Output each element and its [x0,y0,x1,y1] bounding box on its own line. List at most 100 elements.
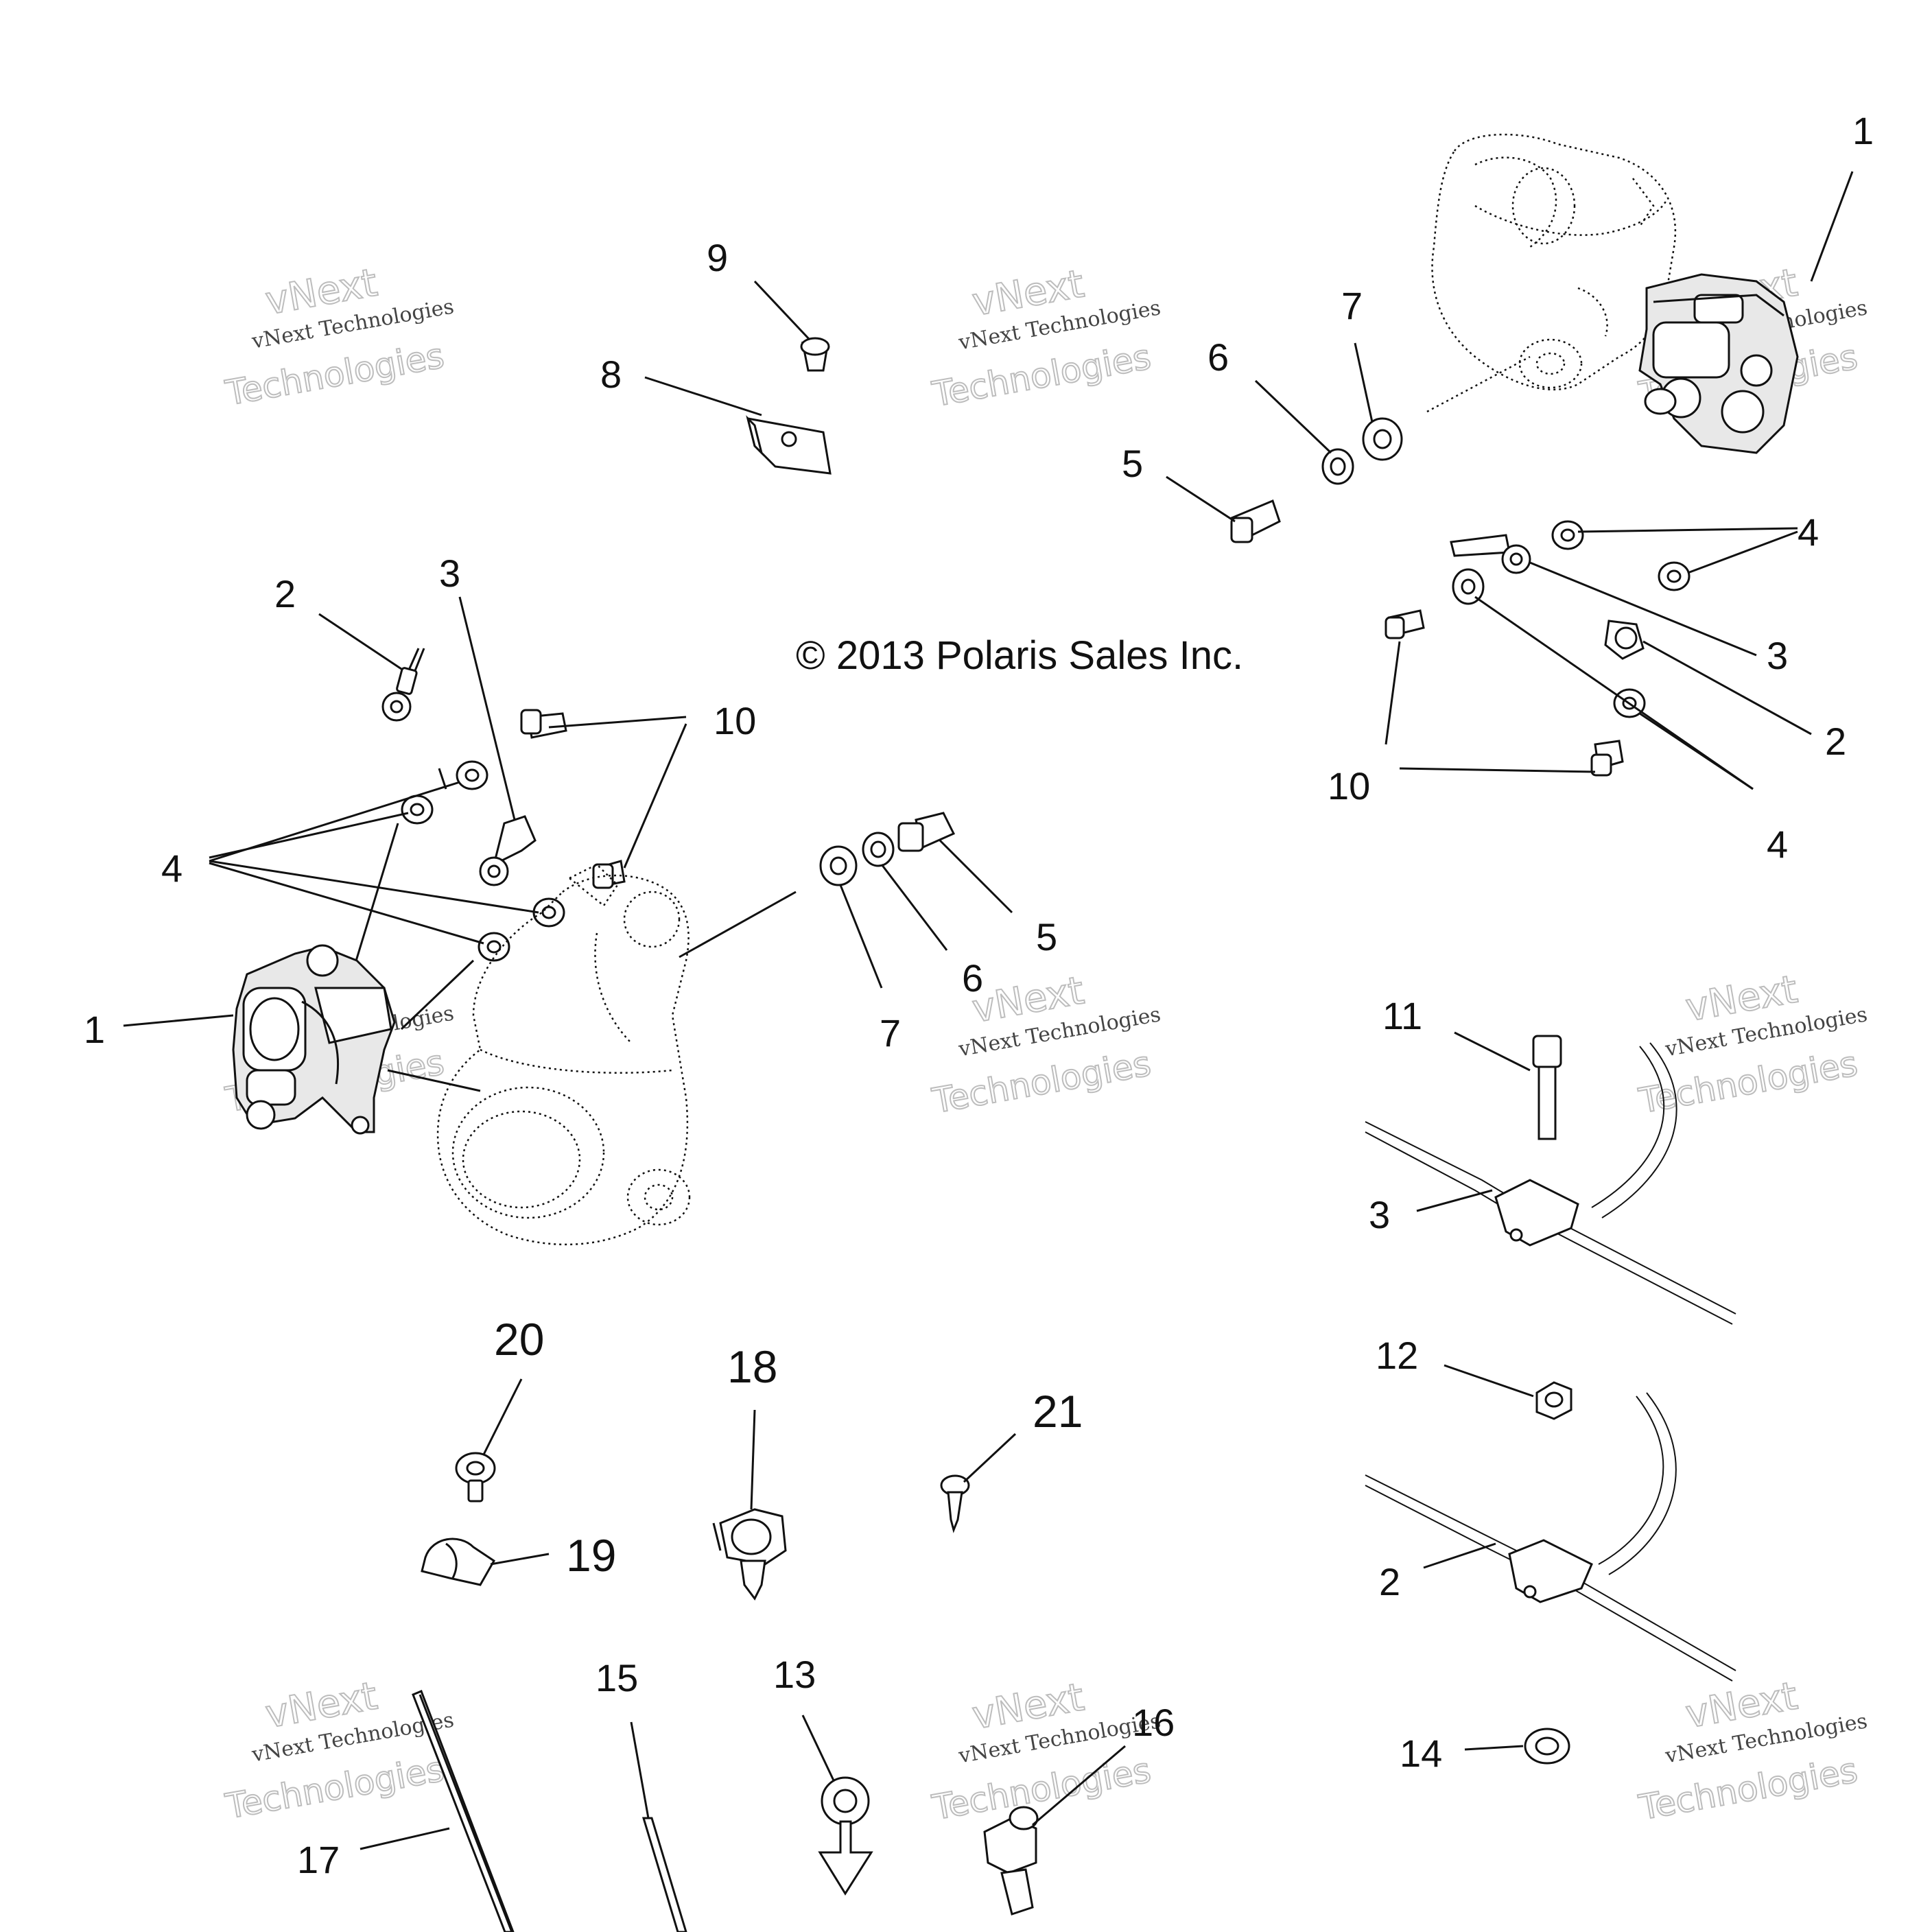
callout-2-clamp: 2 [1379,1560,1400,1603]
callout-5-lower: 5 [1036,915,1057,958]
leader-4-right-a [1577,527,1798,533]
brake-line-clamp-3 [1365,1042,1736,1325]
watermark-bottom-center: vNext vNext Technologies Technologies [928,1674,1162,1828]
clamp-19 [421,1538,495,1586]
callout-7-lower: 7 [880,1011,901,1055]
knuckle-housing-left [436,863,691,1246]
callout-4-lower-right: 4 [1767,823,1788,866]
leader-4-left-b [209,781,460,862]
callout-21: 21 [1033,1386,1083,1437]
leader-3-left [458,596,519,834]
leader-20 [482,1378,523,1455]
leader-caliper-to-knuckle [387,1069,481,1092]
clip-18 [712,1508,787,1601]
leader-washer-to-caliper-b [400,959,475,1030]
leader-18 [750,1409,756,1510]
callout-9: 9 [707,236,728,279]
leader-4-left-e [438,768,447,790]
leader-2-left [318,613,402,670]
leader-knuckle-to-washers [679,891,797,958]
callout-12: 12 [1376,1334,1418,1377]
bolt-10-left-a [520,709,567,739]
clip-16 [983,1806,1039,1916]
callout-20: 20 [494,1314,544,1365]
leader-2-clamp [1423,1542,1496,1569]
brake-line-2-left [381,648,425,722]
washer-7-lower [819,845,858,886]
leader-7-lower [839,884,883,989]
callout-10-right: 10 [1328,764,1370,808]
watermark-top-left: vNext vNext Technologies Technologies [222,260,456,414]
knuckle-housing-right [1426,133,1677,413]
leader-4-right-b [1687,530,1798,574]
washers-4-left [401,760,565,962]
leader-9 [753,280,811,341]
watermark-mid-right: vNext vNext Technologies Technologies [1635,967,1869,1122]
leader-4-left-c [209,862,484,945]
leader-17 [360,1827,450,1850]
callout-15: 15 [596,1656,638,1699]
brake-line-clamp-2 [1365,1392,1736,1682]
banjo-fitting-3-right [1450,534,1531,574]
callout-3-left: 3 [439,552,460,595]
pin-9 [800,337,830,372]
leader-14 [1464,1745,1524,1751]
callout-1-left: 1 [84,1008,105,1051]
leader-6-upper [1254,379,1332,454]
leader-1-left [123,1014,234,1027]
bolt-5-upper [1229,499,1281,543]
watermark-bottom-right: vNext vNext Technologies Technologies [1635,1673,1869,1828]
leader-7-upper [1354,342,1374,423]
callout-18: 18 [727,1341,777,1392]
leader-2-right [1642,640,1812,735]
callout-6-lower: 6 [962,956,983,1000]
callout-4-upper-right: 4 [1798,510,1819,554]
leader-10-right-a [1385,641,1401,745]
callout-1-upper-right: 1 [1852,109,1874,152]
callout-17: 17 [297,1838,340,1881]
callout-16: 16 [1132,1701,1175,1744]
bolt-11 [1532,1035,1562,1140]
screw-21 [940,1474,970,1533]
callout-3-clamp: 3 [1369,1193,1390,1236]
leader-5-upper [1166,475,1236,523]
callout-2-right: 2 [1825,720,1846,763]
leader-19 [490,1553,550,1566]
bracket-8 [746,415,832,475]
leader-6-lower [880,864,948,951]
callout-11: 11 [1382,994,1422,1037]
washer-6-lower [862,832,895,867]
copyright-notice: © 2013 Polaris Sales Inc. [796,633,1243,678]
banjo-fitting-3-left [479,815,537,886]
banjo-fitting-2-right [1604,620,1645,660]
watermark-bottom-left: vNext vNext Technologies Technologies [222,1673,456,1828]
leader-21 [963,1433,1017,1483]
push-clip-13 [818,1776,873,1896]
cable-tie-15 [641,1817,687,1932]
leader-5-lower [939,839,1013,914]
leader-10-right-b [1399,767,1596,773]
brake-caliper-left [232,944,396,1135]
callout-4-left: 4 [161,847,182,890]
leader-4-right-d [1639,712,1754,790]
leader-3-right [1529,561,1757,657]
bolt-10-right-b [1590,740,1624,777]
callout-19: 19 [566,1530,616,1581]
callout-6-upper: 6 [1208,335,1229,379]
leader-washer-to-caliper-a [349,823,399,982]
callout-10-left: 10 [714,699,756,742]
callout-14: 14 [1400,1732,1442,1775]
washer-7-upper [1362,417,1403,461]
watermark-top-center: vNext vNext Technologies Technologies [928,261,1162,415]
brake-caliper-right [1638,273,1799,454]
bolt-10-left-b [592,860,626,889]
leader-11 [1454,1031,1531,1072]
leader-15 [630,1721,650,1819]
callout-7-upper: 7 [1341,284,1363,327]
leader-3-clamp [1416,1189,1493,1212]
callout-2-left: 2 [274,572,296,615]
leader-8 [644,376,762,416]
callout-13: 13 [773,1653,816,1696]
